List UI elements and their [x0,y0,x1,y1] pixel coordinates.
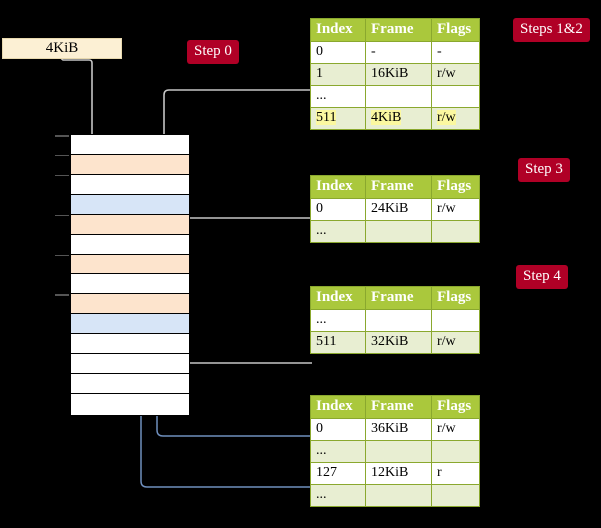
table-cell-index: 0 [310,418,366,441]
memory-frame-row [71,135,189,155]
column-header-frame: Frame [365,395,432,419]
memory-frame-row [71,354,189,375]
table-cell-frame [365,309,432,332]
table-header-row: Index Frame Flags [310,395,480,419]
table-cell-frame: 32KiB [365,331,432,354]
memory-frame-tick [55,154,69,157]
table-cell-index: 1 [310,63,366,86]
table-cell-frame: 24KiB [365,198,432,221]
memory-frame-row [71,394,189,414]
column-header-flags: Flags [431,286,480,310]
table-cell-frame: 12KiB [365,462,432,485]
table-cell-index: ... [310,85,366,108]
table-cell-frame [365,484,432,507]
table-cell-flags: r/w [431,63,480,86]
table-cell-index: ... [310,220,366,243]
memory-frame-row [71,274,189,295]
table-cell-frame [365,440,432,463]
table-row: 0-- [310,41,480,64]
table-row: ... [310,85,480,108]
table-cell-index: 127 [310,462,366,485]
step-badge-step-3: Step 3 [518,158,570,182]
memory-frame-row [71,254,189,275]
memory-frame-tick [55,254,69,257]
memory-frame-row [71,234,189,255]
table-cell-frame: 16KiB [365,63,432,86]
table-header-row: Index Frame Flags [310,175,480,199]
memory-frame-row [71,334,189,355]
memory-frame-row [71,314,189,335]
table-cell-flags: r [431,462,480,485]
table-cell-index: 0 [310,41,366,64]
column-header-flags: Flags [431,395,480,419]
memory-frame-row [71,374,189,395]
table-cell-frame: - [365,41,432,64]
column-header-frame: Frame [365,18,432,42]
table-cell-flags [431,220,480,243]
table-cell-flags: r/w [431,418,480,441]
size-label-box: 4KiB [2,38,122,59]
table-row: ... [310,220,480,243]
memory-frame-row [71,294,189,315]
column-header-flags: Flags [431,18,480,42]
step-badge-step-4: Step 4 [516,265,568,289]
table-cell-frame: 4KiB [365,107,432,130]
table-cell-flags [431,484,480,507]
column-header-frame: Frame [365,286,432,310]
table-cell-index: ... [310,440,366,463]
memory-frame-row [71,214,189,235]
column-header-frame: Frame [365,175,432,199]
step-badge-steps-1-2: Steps 1&2 [513,18,590,42]
table-cell-frame [365,85,432,108]
memory-frame-row [71,194,189,215]
table-header-row: Index Frame Flags [310,286,480,310]
table-cell-flags [431,309,480,332]
table-cell-flags: - [431,41,480,64]
table-cell-index: ... [310,484,366,507]
memory-frame-row [71,154,189,175]
step-badge-step-0: Step 0 [187,40,239,64]
table-row: ... [310,440,480,463]
memory-frame-tick [55,174,69,177]
memory-frame-row [71,174,189,195]
memory-frame-tick [55,294,69,296]
memory-frame-tick [55,135,69,137]
table-cell-index: 0 [310,198,366,221]
column-header-index: Index [310,18,366,42]
table-cell-flags: r/w [431,107,480,130]
table-cell-frame: 36KiB [365,418,432,441]
table-cell-index: 511 [310,107,366,130]
size-label-text: 4KiB [45,40,79,56]
table-cell-index: 511 [310,331,366,354]
table-cell-frame [365,220,432,243]
column-header-index: Index [310,395,366,419]
table-row: ... [310,309,480,332]
table-cell-flags: r/w [431,198,480,221]
column-header-index: Index [310,175,366,199]
table-cell-flags [431,440,480,463]
column-header-index: Index [310,286,366,310]
table-row: ... [310,484,480,507]
memory-frame-tick [55,214,69,217]
table-cell-index: ... [310,309,366,332]
table-header-row: Index Frame Flags [310,18,480,42]
table-cell-flags [431,85,480,108]
physical-memory-column [55,134,190,416]
column-header-flags: Flags [431,175,480,199]
table-cell-flags: r/w [431,331,480,354]
